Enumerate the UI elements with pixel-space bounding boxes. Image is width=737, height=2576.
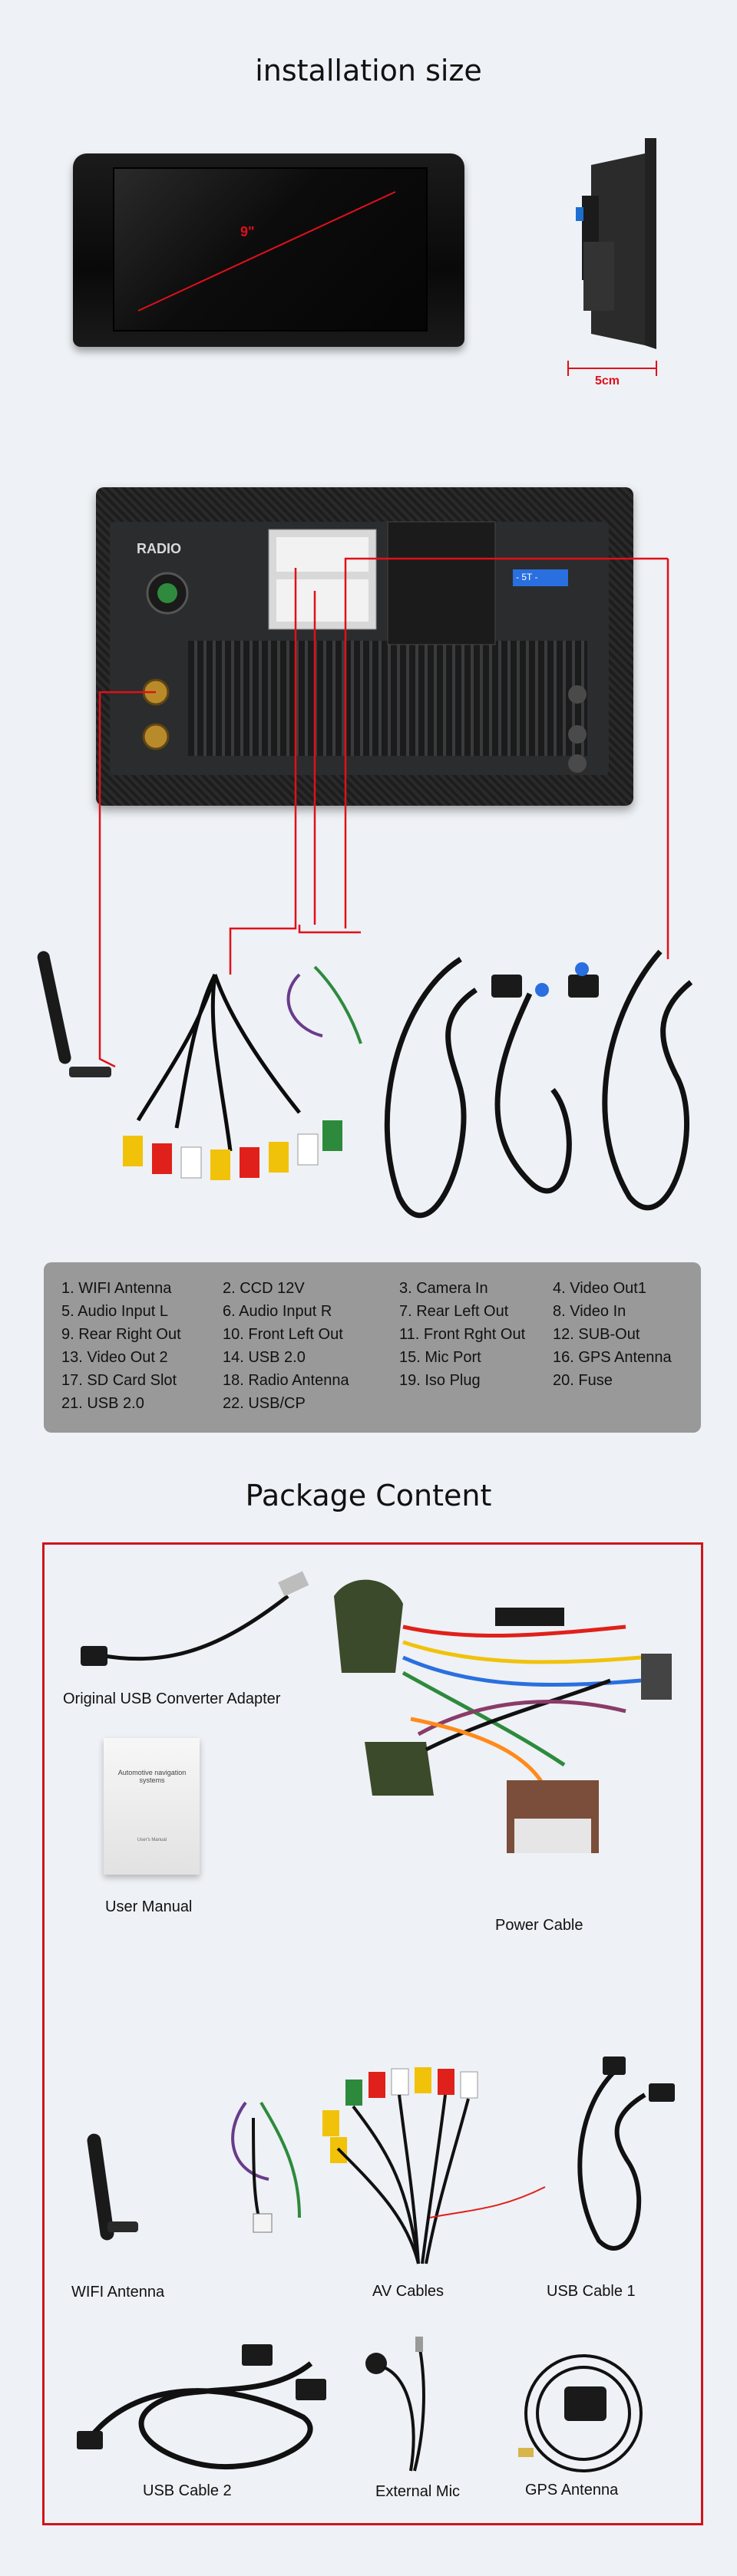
legend-item: 19. Iso Plug	[399, 1372, 481, 1389]
connector-legend	[44, 1262, 701, 1433]
legend-item: 1. WIFI Antenna	[61, 1280, 172, 1297]
head-unit-side-image	[567, 138, 657, 376]
package-title: Package Content	[245, 1479, 492, 1512]
manual-cover-subtitle: User's Manual	[137, 1838, 167, 1842]
depth-label: 5cm	[595, 374, 620, 388]
external-mic-label: External Mic	[375, 2483, 461, 2500]
radio-label: RADIO	[137, 541, 181, 556]
wifi-antenna-label: WIFI Antenna	[71, 2284, 165, 2301]
diagonal-label: 9"	[240, 224, 255, 239]
heatsink-fins	[188, 641, 587, 756]
legend-item: 15. Mic Port	[399, 1349, 481, 1366]
manual-cover-title: Automotive navigation systems	[117, 1769, 187, 1784]
usb-adapter-image	[81, 1571, 309, 1666]
back-slot-label: - 5T -	[516, 572, 538, 582]
usb-adapter-label: Original USB Converter Adapter	[63, 1690, 281, 1707]
installation-title: installation size	[255, 54, 482, 87]
back-panel-connectors	[37, 521, 693, 1219]
legend-item: 22. USB/CP	[223, 1395, 306, 1412]
head-unit-front-image: 9"	[73, 153, 464, 347]
legend-item: 17. SD Card Slot	[61, 1372, 177, 1389]
gps-antenna-image	[518, 2354, 643, 2472]
legend-item: 7. Rear Left Out	[399, 1303, 509, 1320]
av-cables-image	[322, 2067, 546, 2264]
legend-item: 11. Front Rght Out	[399, 1326, 526, 1343]
power-cable-label: Power Cable	[495, 1917, 583, 1934]
user-manual-image: Automotive navigation systems User's Man…	[104, 1738, 200, 1875]
legend-item: 9. Rear Right Out	[61, 1326, 181, 1343]
wifi-antenna-image	[87, 2101, 301, 2241]
legend-item: 5. Audio Input L	[61, 1303, 169, 1320]
legend-item: 20. Fuse	[553, 1372, 613, 1389]
legend-item: 4. Video Out1	[553, 1280, 646, 1297]
legend-item: 10. Front Left Out	[223, 1326, 343, 1343]
legend-item: 12. SUB-Out	[553, 1326, 640, 1343]
diagonal-dimension-line	[137, 191, 396, 312]
legend-item: 3. Camera In	[399, 1280, 488, 1297]
usb-cable-1-image	[577, 2057, 675, 2251]
legend-item: 2. CCD 12V	[223, 1280, 305, 1297]
power-cable-image	[334, 1579, 672, 1853]
legend-item: 6. Audio Input R	[223, 1303, 332, 1320]
legend-item: 18. Radio Antenna	[223, 1372, 349, 1389]
usb-cable-2-label: USB Cable 2	[143, 2482, 232, 2499]
legend-item: 14. USB 2.0	[223, 1349, 306, 1366]
legend-item: 16. GPS Antenna	[553, 1349, 672, 1366]
legend-item: 13. Video Out 2	[61, 1349, 168, 1366]
screen-glass	[113, 167, 428, 331]
usb-cable-2-image	[77, 2344, 326, 2469]
av-cables-label: AV Cables	[372, 2283, 445, 2300]
external-mic-image	[365, 2337, 425, 2472]
usb-cable-1-label: USB Cable 1	[547, 2283, 636, 2300]
gps-antenna-label: GPS Antenna	[525, 2482, 619, 2498]
legend-item: 21. USB 2.0	[61, 1395, 144, 1412]
user-manual-label: User Manual	[105, 1898, 193, 1915]
legend-item: 8. Video In	[553, 1303, 626, 1320]
